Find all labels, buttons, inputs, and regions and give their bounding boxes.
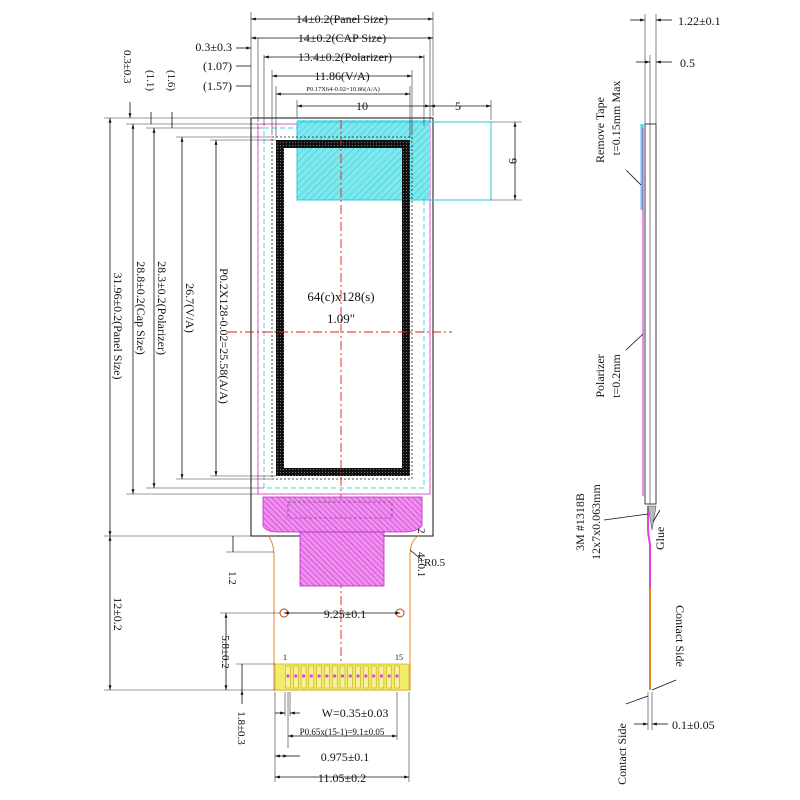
contact-pins	[285, 665, 400, 689]
glue-label: Glue	[653, 527, 667, 550]
contact-pin-dot	[387, 674, 391, 678]
dim-fpc-thickness: 0.1±0.05	[672, 718, 715, 732]
dim-d4: 4±0.1	[415, 552, 427, 577]
contact-side-top-label: Contact Side	[673, 605, 687, 667]
dim-v16: (1.6)	[165, 70, 177, 91]
contact-pin-dot	[301, 674, 306, 678]
side-glass	[644, 123, 657, 505]
dim-aa-height: P0.2X128-0.02=25.58(A/A)	[217, 268, 231, 404]
contact-pin-dot	[379, 674, 384, 678]
dim-va-width: 11.86(V/A)	[314, 69, 369, 83]
dim-panel-width: 14±0.2(Panel Size)	[296, 12, 388, 26]
side-view: 1.22±0.1 0.5 Remove Tape t=0.15mm Max Po…	[573, 14, 721, 785]
dim-d2: 2	[415, 528, 427, 534]
fpc-neck	[299, 531, 385, 587]
dim-r05: R0.5	[424, 557, 446, 569]
dim-va-height: 26.7(V/A)	[183, 283, 197, 333]
contact-side-bottom-label: Contact Side	[615, 723, 629, 785]
dim-hole-spacing: 9.25±0.1	[324, 607, 367, 621]
dim-tape-10: 10	[356, 99, 368, 113]
dim-thickness: 1.22±0.1	[678, 14, 721, 28]
fpc-bond-inner	[287, 501, 393, 519]
dim-aa-width: P0.17X64-0.02=10.86(A/A)	[306, 86, 380, 93]
dim-tape-5: 5	[455, 99, 461, 113]
side-glue	[647, 505, 657, 531]
dim-cap-height: 28.8±0.2(Cap Size)	[134, 261, 148, 355]
viewing-area	[271, 136, 413, 480]
contact-pin-dot	[286, 674, 290, 678]
dim-v03: 0.3±0.3	[121, 50, 133, 84]
contact-pin-dot	[294, 674, 298, 678]
polarizer-label-2: t=0.2mm	[609, 353, 623, 397]
fpc-bond-area	[262, 496, 423, 533]
contact-pin-dot	[333, 674, 337, 678]
contact-pin-dot	[325, 674, 329, 678]
left-dimensions: 31.96±0.2(Panel Size) 12±0.2 28.8±0.2(Ca…	[104, 50, 280, 745]
dim-polarizer-height: 28.3±0.2(Polarizer)	[155, 261, 169, 355]
dim-offset-va: (1.57)	[203, 79, 232, 93]
dim-offset-cap: 0.3±0.3	[195, 40, 232, 54]
dim-0975: 0.975±0.1	[321, 750, 370, 764]
tape-label-1: 3M #1318B	[573, 493, 587, 551]
diagonal-label: 1.09"	[327, 311, 355, 326]
contact-pin-dot	[372, 674, 376, 678]
dim-1-8: 1.8±0.3	[235, 711, 247, 745]
dim-pin-width: W=0.35±0.03	[322, 706, 389, 720]
contact-pin-dot	[356, 674, 360, 678]
dim-polarizer-width: 13.4±0.2(Polarizer)	[298, 50, 392, 64]
dim-offset-pol: (1.07)	[203, 59, 232, 73]
remove-tape-label-2: t=0.15mm Max	[609, 81, 623, 156]
pin-first-label: 1	[283, 653, 287, 662]
polarizer-label-1: Polarizer	[593, 354, 607, 397]
top-dimensions: 14±0.2(Panel Size) 14±0.2(CAP Size) 0.3±…	[195, 12, 522, 201]
dim-fpc-length: 12±0.2	[111, 597, 125, 631]
contact-pin-dot	[395, 674, 399, 678]
dim-1-2: 1.2	[226, 571, 238, 585]
dim-fpc-width: 11.05±0.2	[318, 771, 366, 785]
dim-05: 0.5	[680, 56, 695, 70]
resolution-label: 64(c)x128(s)	[307, 289, 374, 304]
dim-v11: (1.1)	[144, 70, 156, 91]
fpc-dimensions: 9.25±0.1 R0.5 2 4±0.1 W=0.35±0.03 P0.65x…	[274, 528, 446, 785]
contact-pin-dot	[309, 674, 313, 678]
dim-cap-width: 14±0.2(CAP Size)	[298, 31, 386, 45]
dim-5-8: 5.8±0.2	[219, 635, 231, 669]
dim-panel-height: 31.96±0.2(Panel Size)	[111, 273, 125, 380]
tape-label-2: 12x7x0.063mm	[589, 484, 603, 560]
front-view: 64(c)x128(s) 1.09" 1 15	[104, 12, 522, 785]
dim-tape-9: 9	[506, 158, 520, 164]
tape-extension	[296, 121, 492, 201]
side-fpc	[647, 506, 651, 690]
contact-pin-dot	[317, 674, 321, 678]
remove-tape-label-1: Remove Tape	[593, 97, 607, 163]
contact-pin-dot	[348, 674, 352, 678]
contact-pin-dot	[364, 674, 368, 678]
pin-last-label: 15	[395, 653, 403, 662]
contact-pin-dot	[340, 674, 345, 678]
dim-pitch: P0.65x(15-1)=9.1±0.05	[300, 727, 385, 737]
